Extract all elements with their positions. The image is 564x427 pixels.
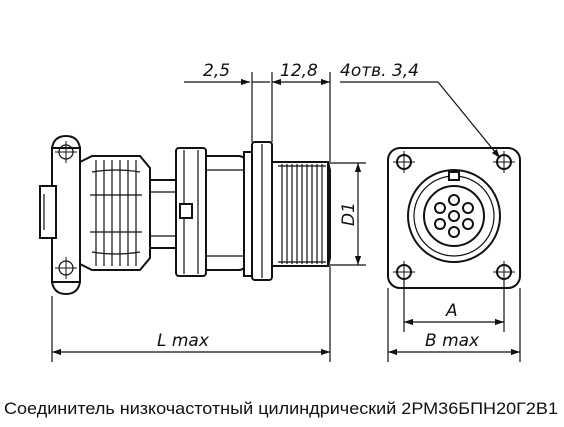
dimension-2-5-label: 2,5	[203, 61, 230, 81]
dimension-b-max: B max	[387, 288, 521, 362]
dimension-top: 2,5 12,8	[184, 61, 331, 162]
rear-plug	[39, 185, 57, 239]
contact-pin	[448, 226, 460, 238]
dimension-holes: 4отв. 3,4	[340, 61, 501, 159]
contact-pins	[434, 194, 474, 238]
dimension-l-max-label: L max	[157, 331, 210, 351]
threaded-portion	[271, 161, 329, 267]
contact-pin	[448, 194, 460, 206]
dimension-l-max: L max	[51, 266, 331, 362]
knurled-nut	[79, 155, 151, 271]
square-flange	[387, 147, 521, 289]
dimension-d1-label: D1	[339, 202, 359, 226]
contact-pin	[434, 218, 446, 230]
dimension-d1: D1	[328, 162, 366, 266]
caption: Соединитель низкочастотный цилиндрически…	[4, 400, 558, 418]
receptacle-insert	[423, 185, 485, 247]
receptacle-outer	[407, 169, 501, 263]
key-slot	[448, 171, 460, 181]
thread-lines	[278, 164, 326, 264]
front-view: 4отв. 3,4 A B max	[340, 61, 521, 362]
dimension-12-8-label: 12,8	[280, 61, 318, 81]
dimension-holes-label: 4отв. 3,4	[340, 61, 419, 81]
main-sleeve	[206, 155, 247, 271]
dimension-a: A	[403, 280, 505, 332]
dimension-b-max-label: B max	[425, 331, 480, 351]
contact-pin	[448, 210, 460, 222]
contact-pin	[434, 202, 446, 214]
contact-pin	[462, 202, 474, 214]
side-view: D1 2,5 12,8 L max	[39, 61, 366, 362]
contact-pin	[462, 218, 474, 230]
dimension-a-label: A	[445, 301, 458, 321]
